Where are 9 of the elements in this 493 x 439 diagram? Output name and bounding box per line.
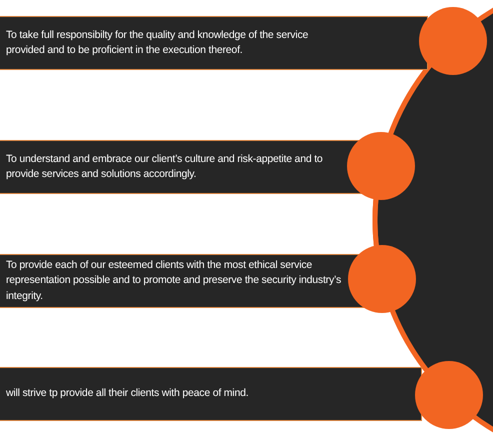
statement-text: will strive tp provide all their clients with peace of mind. [6, 386, 248, 402]
statement-bar [0, 16, 428, 70]
statement-text: To take full responsibilty for the quality and knowledge of the service provided and to be proficient in the execution thereof. [6, 28, 310, 58]
connector-arc [390, 310, 428, 372]
statement-text: To understand and embrace our client’s culture and risk-appetite and to provide services and solutions accordingly. [6, 152, 324, 182]
connector-arc [372, 199, 379, 246]
statement-text: To provide each of our esteemed clients with the most ethical service representation possible and to promote and preserve the security industry’s integrity. [6, 258, 342, 304]
statement-bar [0, 367, 422, 421]
statement-bar [0, 254, 366, 308]
